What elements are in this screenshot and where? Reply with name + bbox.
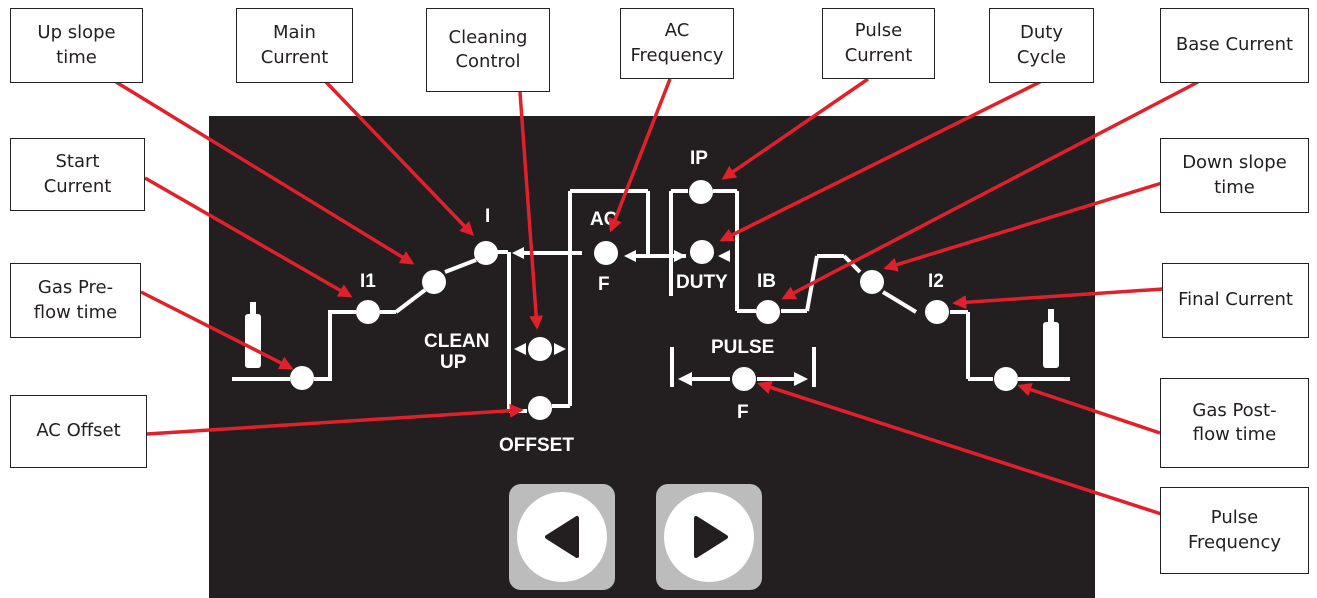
callout-up-slope-time: Up slope time: [10, 8, 143, 83]
panel-labels: I1 I AC F IP DUTY IB I2 CLEAN UP OFFSET …: [360, 148, 944, 456]
previous-button[interactable]: [509, 484, 615, 590]
sequence-lines: [232, 189, 1070, 413]
callout-ac-frequency: AC Frequency: [620, 8, 734, 79]
label-i1: I1: [360, 271, 376, 292]
callout-duty-cycle: Duty Cycle: [989, 8, 1094, 83]
callout-ac-offset: AC Offset: [10, 395, 147, 468]
offset-knob: [528, 396, 552, 420]
cleaning-knob: [528, 337, 552, 361]
duty-knob: [690, 240, 714, 264]
label-offset: OFFSET: [499, 435, 574, 456]
callout-gas-preflow-time: Gas Pre- flow time: [10, 263, 141, 338]
ac-frequency-knob: [594, 241, 618, 265]
callout-down-slope-time: Down slope time: [1160, 138, 1309, 213]
label-ib: IB: [757, 271, 776, 292]
callout-pulse-current: Pulse Current: [822, 8, 935, 79]
callout-pulse-frequency: Pulse Frequency: [1160, 487, 1309, 574]
label-duty: DUTY: [676, 272, 728, 293]
callout-gas-postflow-time: Gas Post- flow time: [1160, 378, 1309, 468]
label-i: I: [485, 206, 490, 227]
final-current-knob: [925, 300, 949, 324]
label-ac-f: F: [598, 274, 610, 295]
next-button[interactable]: [656, 484, 762, 590]
callout-start-current: Start Current: [10, 138, 145, 211]
up-slope-knob: [422, 270, 446, 294]
start-current-knob: [356, 300, 380, 324]
callout-final-current: Final Current: [1162, 263, 1309, 338]
control-panel: [209, 116, 1095, 598]
label-ip: IP: [690, 148, 708, 169]
preflow-knob: [290, 366, 314, 390]
callout-main-current: Main Current: [236, 8, 353, 83]
triangle-left-icon: [545, 516, 579, 558]
label-pulse: PULSE: [711, 337, 774, 358]
label-up: UP: [440, 352, 467, 373]
callout-cleaning-control: Cleaning Control: [426, 8, 550, 92]
pulse-current-knob: [689, 180, 713, 204]
label-pulse-f: F: [737, 402, 749, 423]
triangle-right-icon: [694, 516, 728, 558]
knobs: [290, 180, 1018, 420]
panel-arrowheads: [512, 247, 808, 386]
gas-cylinder-icon: [245, 302, 261, 368]
main-current-knob: [474, 241, 498, 265]
down-slope-knob: [860, 270, 884, 294]
callout-arrows: [115, 77, 1199, 524]
postflow-knob: [994, 367, 1018, 391]
gas-cylinder-icon: [1043, 309, 1059, 368]
label-i2: I2: [928, 271, 944, 292]
pulse-frequency-knob: [732, 367, 756, 391]
base-current-knob: [756, 300, 780, 324]
label-clean: CLEAN: [424, 331, 489, 352]
callout-base-current: Base Current: [1160, 8, 1309, 83]
